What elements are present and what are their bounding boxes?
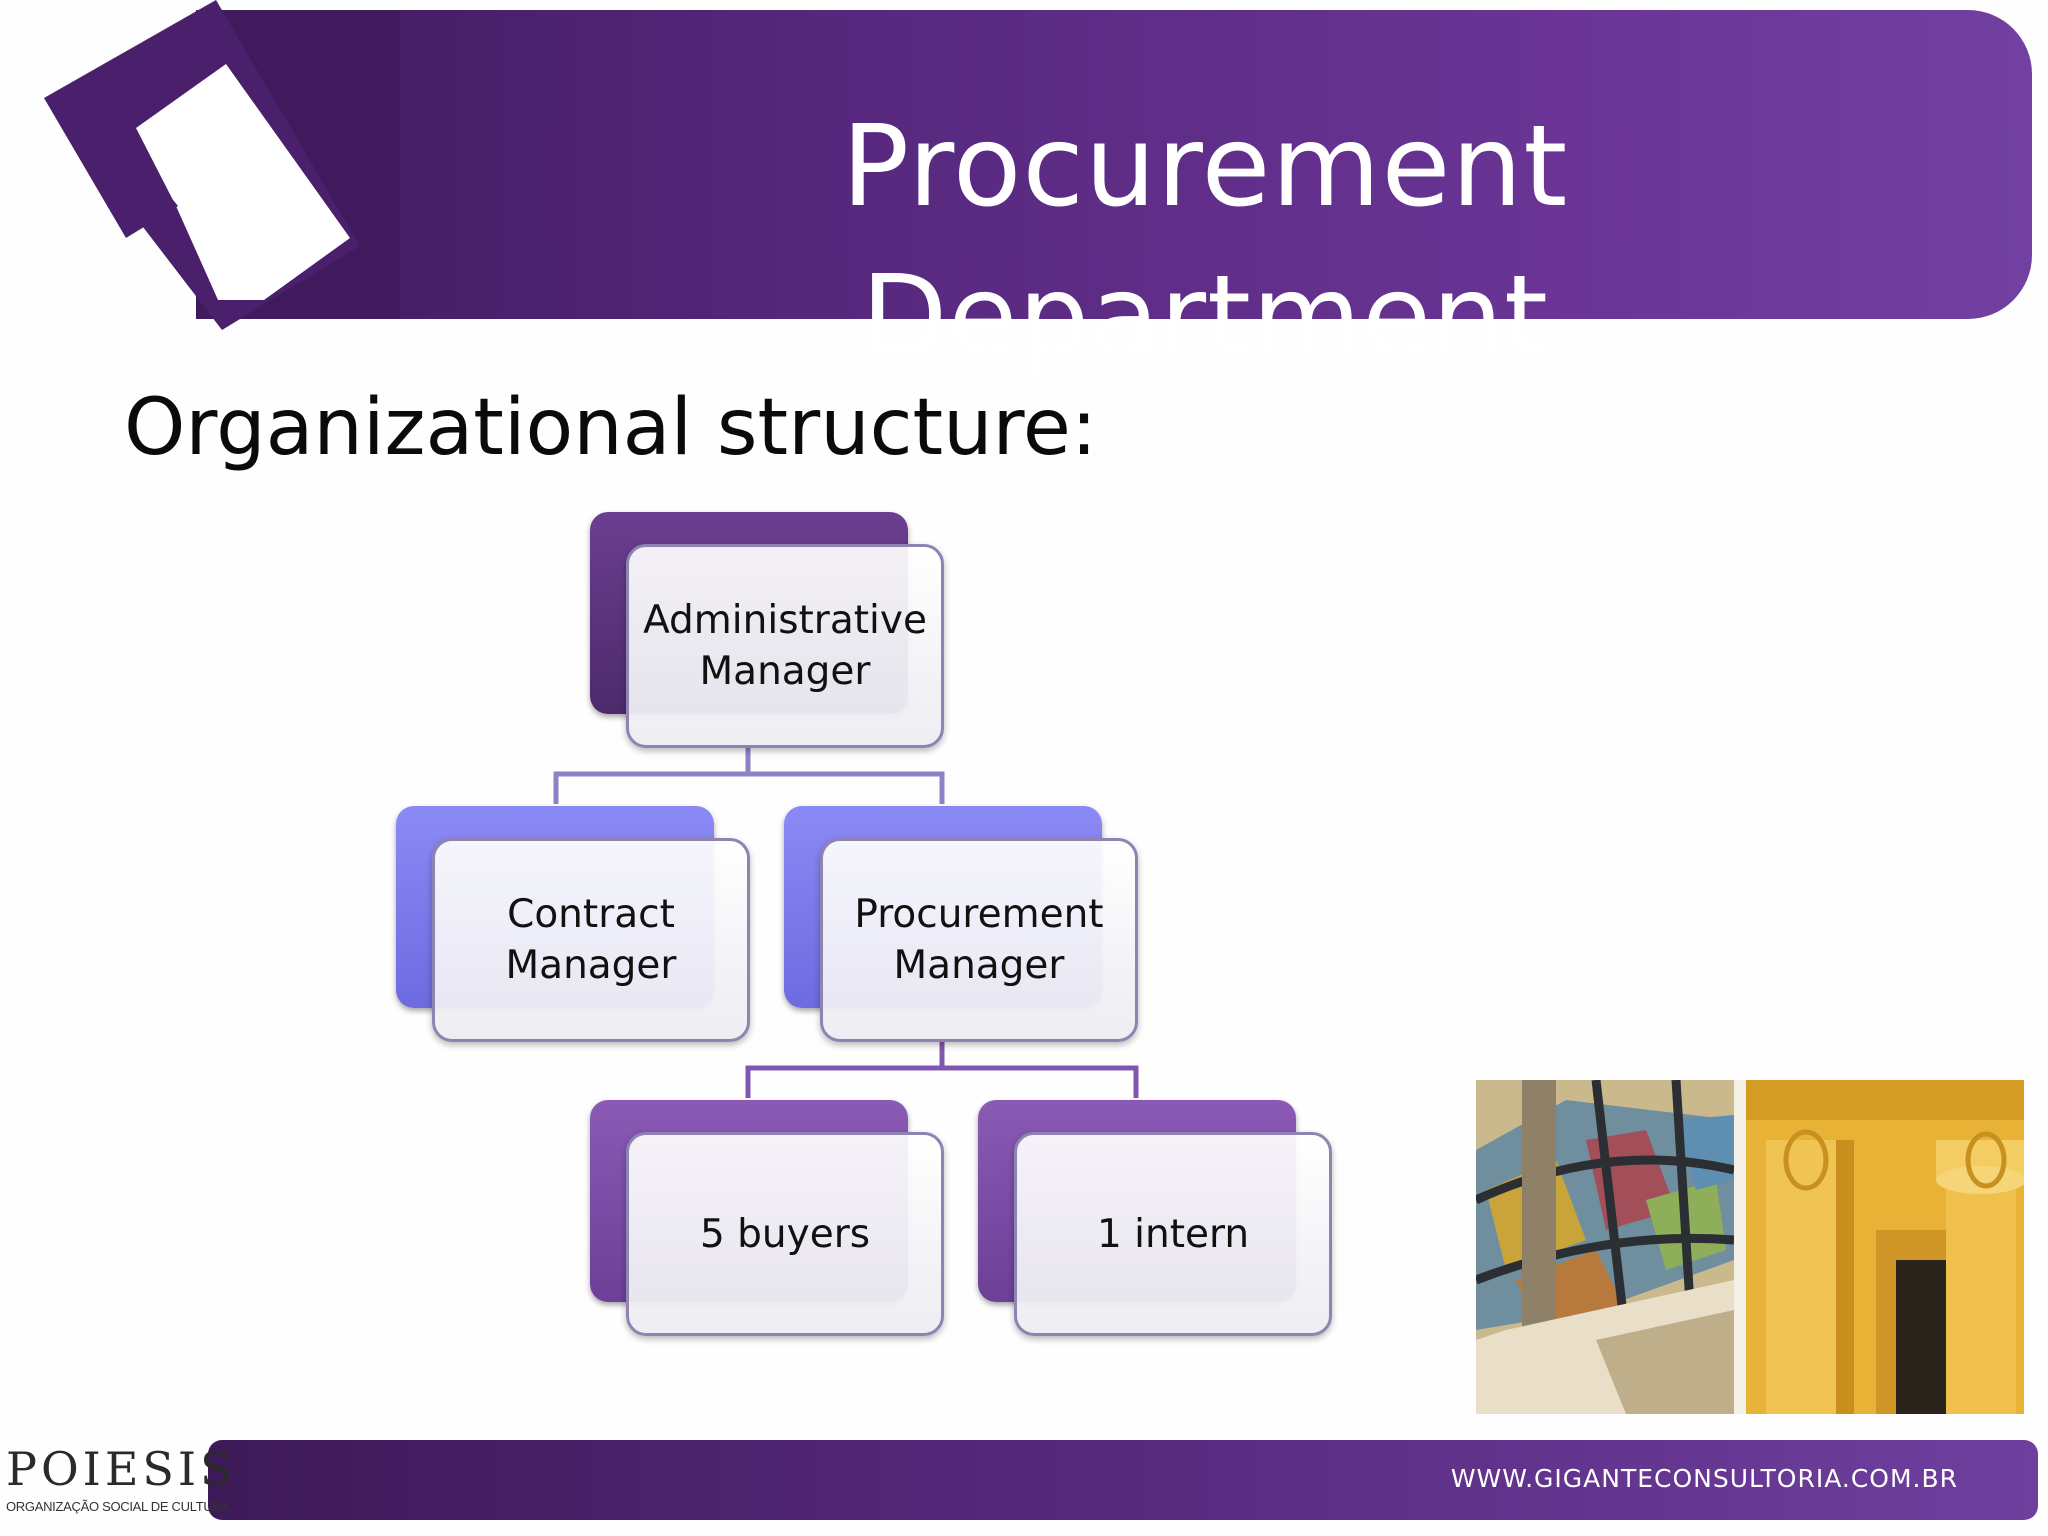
org-node-buyers: 5 buyers (626, 1132, 944, 1336)
org-node-contract-manager: Contract Manager (432, 838, 750, 1042)
building-photo (1476, 1080, 2024, 1414)
header-banner (196, 10, 2032, 319)
section-heading: Organizational structure: (124, 383, 1098, 473)
org-node-label: 5 buyers (699, 1211, 871, 1257)
poiesis-logo-text: POIESIS (6, 1442, 236, 1496)
footer-website-url: WWW.GIGANTECONSULTORIA.COM.BR (1450, 1464, 1958, 1493)
org-node-administrative-manager: Administrative Manager (626, 544, 944, 748)
page-title: Procurement Department (841, 102, 1569, 382)
org-node-label: Procurement Manager (854, 892, 1104, 988)
slide-corner-logo-shape (44, 0, 400, 330)
org-node-label: Administrative Manager (643, 598, 927, 694)
org-node-label: 1 intern (1096, 1211, 1250, 1257)
org-node-intern: 1 intern (1014, 1132, 1332, 1336)
org-node-label: Contract Manager (505, 892, 677, 988)
footer-banner (208, 1440, 2038, 1520)
org-node-procurement-manager: Procurement Manager (820, 838, 1138, 1042)
poiesis-logo-subtext: ORGANIZAÇÃO SOCIAL DE CULTURA (6, 1499, 230, 1514)
